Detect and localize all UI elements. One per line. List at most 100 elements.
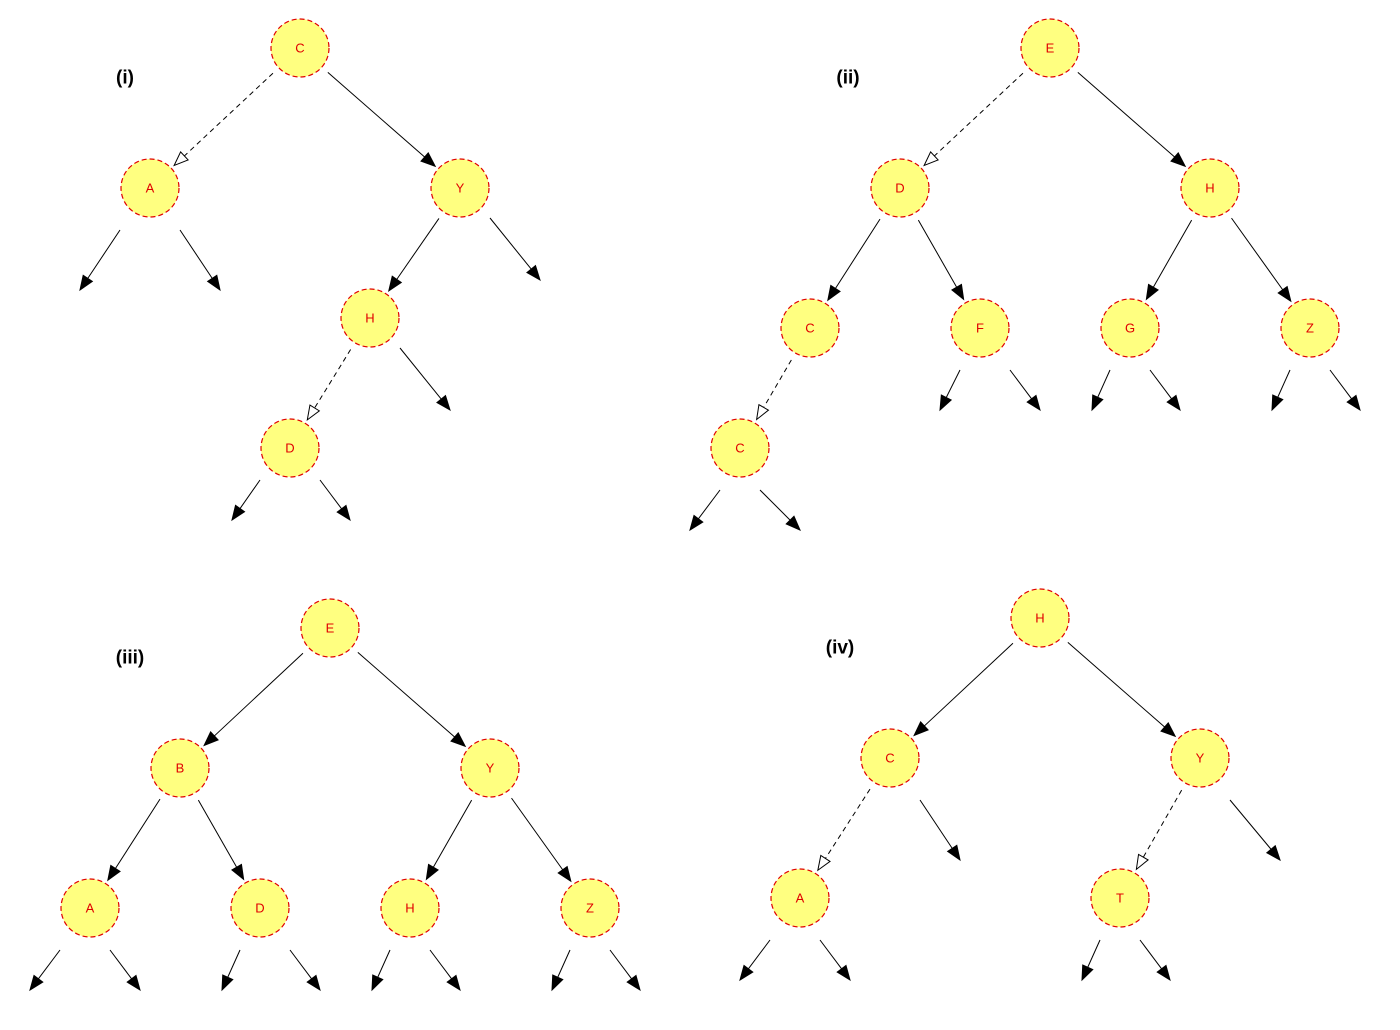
node-circle [1010, 588, 1070, 648]
tree-node: H [380, 878, 440, 938]
null-leaf-arrow-arrowhead [221, 974, 234, 992]
node-label: G [1125, 321, 1135, 336]
null-leaf-arrow [371, 949, 391, 992]
tree-edge-solid-arrowhead [557, 865, 572, 883]
null-leaf-arrow-arrowhead [1091, 394, 1104, 412]
null-leaf-arrow-arrowhead [626, 974, 641, 992]
tree-edge-dashed-line [1142, 789, 1183, 858]
tree-edge-solid [913, 642, 1014, 737]
panel-label: (i) [116, 68, 134, 89]
tree-node: Y [430, 158, 490, 218]
tree-edge-solid [1067, 641, 1177, 738]
tree-node: B [150, 738, 210, 798]
null-leaf-arrow-arrowhead [785, 515, 801, 531]
null-leaf-arrow-line [1087, 939, 1101, 968]
null-leaf-arrow [1329, 369, 1361, 412]
tree-edge-dashed [173, 72, 274, 167]
null-leaf-arrow-line [1139, 939, 1162, 970]
null-leaf-arrow-arrowhead [1346, 394, 1361, 412]
null-leaf-arrow-arrowhead [551, 974, 564, 992]
tree-edge-solid-arrowhead [231, 863, 245, 881]
tree-edge-solid [1077, 71, 1187, 168]
node-circle [1100, 298, 1160, 358]
null-leaf-arrow [819, 939, 851, 982]
tree-node: A [60, 878, 120, 938]
tree-edge-solid-arrowhead [951, 283, 965, 301]
node-label: T [1116, 891, 1124, 906]
null-leaf-arrow [1091, 369, 1111, 412]
tree-node: C [270, 18, 330, 78]
null-leaf-arrow [919, 799, 961, 862]
node-label: E [1046, 41, 1055, 56]
node-circle [340, 288, 400, 348]
node-circle [860, 728, 920, 788]
null-leaf-arrow-arrowhead [1166, 394, 1181, 412]
node-circle [710, 418, 770, 478]
null-leaf-arrow-line [227, 949, 241, 978]
null-leaf-arrow-arrowhead [1265, 844, 1281, 862]
tree-edge-solid-line [197, 799, 238, 868]
null-leaf-arrow-arrowhead [79, 274, 94, 292]
null-leaf-arrow [689, 489, 721, 532]
null-leaf-arrow [179, 229, 221, 292]
tree-edge-solid [197, 799, 245, 881]
null-leaf-arrow-line [945, 369, 961, 398]
tree-node: H [1010, 588, 1070, 648]
node-label: B [176, 761, 185, 776]
tree-node: C [780, 298, 840, 358]
null-leaf-arrow-line [179, 229, 213, 279]
node-label: H [405, 901, 414, 916]
null-leaf-arrow-line [289, 949, 313, 980]
null-leaf-arrow [1271, 369, 1291, 412]
tree-edge-solid-arrowhead [827, 284, 841, 302]
null-leaf-arrow [1149, 369, 1181, 412]
node-circle [870, 158, 930, 218]
node-label: C [735, 441, 744, 456]
tree-node: F [950, 298, 1010, 358]
node-circle [270, 18, 330, 78]
node-label: H [1205, 181, 1214, 196]
null-leaf-arrow-line [919, 799, 953, 849]
tree-edge-dashed [306, 349, 352, 422]
tree-edge-dashed-arrowhead [173, 151, 189, 167]
null-leaf-arrow-line [1277, 369, 1291, 398]
null-leaf-arrow [1229, 799, 1281, 862]
panel-label: (ii) [836, 68, 859, 89]
tree-edge-solid-arrowhead [203, 731, 219, 747]
tree-node: Z [1280, 298, 1340, 358]
null-leaf-arrow-arrowhead [371, 974, 384, 992]
null-leaf-arrow-line [1009, 369, 1032, 400]
tree-edge-solid [425, 799, 473, 881]
node-circle [1090, 868, 1150, 928]
tree-edge-solid-line [1077, 71, 1175, 158]
null-leaf-arrow-line [1229, 799, 1272, 850]
tree-edge-solid-line [114, 798, 161, 869]
null-leaf-arrow-line [1329, 369, 1352, 400]
tree-edge-dashed-arrowhead [755, 403, 770, 421]
null-leaf-arrow [429, 949, 461, 992]
tree-edge-solid-arrowhead [450, 732, 467, 748]
tree-edge-solid-arrowhead [107, 864, 121, 882]
node-label: Z [586, 901, 594, 916]
node-label: C [885, 751, 894, 766]
node-circle [300, 598, 360, 658]
tree-node: H [340, 288, 400, 348]
node-circle [60, 878, 120, 938]
null-leaf-arrow-arrowhead [836, 964, 851, 982]
null-leaf-arrow [109, 949, 141, 992]
null-leaf-arrow-line [1149, 369, 1172, 400]
panel-labels-layer: (i)(ii)(iii)(iv) [116, 68, 860, 669]
tree-edge-solid-line [1152, 219, 1193, 288]
null-leaf-arrow-arrowhead [336, 504, 351, 522]
tree-node: E [300, 598, 360, 658]
null-leaf-arrow-arrowhead [739, 964, 754, 982]
null-leaf-arrow-line [557, 949, 571, 978]
tree-edge-solid [827, 218, 881, 302]
edges-layer [29, 71, 1361, 992]
tree-edge-dashed-arrowhead [817, 854, 831, 872]
null-leaf-arrow-line [239, 479, 261, 509]
tree-node: Y [1170, 728, 1230, 788]
null-leaf-arrow [1009, 369, 1041, 412]
tree-node: D [230, 878, 290, 938]
tree-edge-solid [327, 71, 437, 168]
